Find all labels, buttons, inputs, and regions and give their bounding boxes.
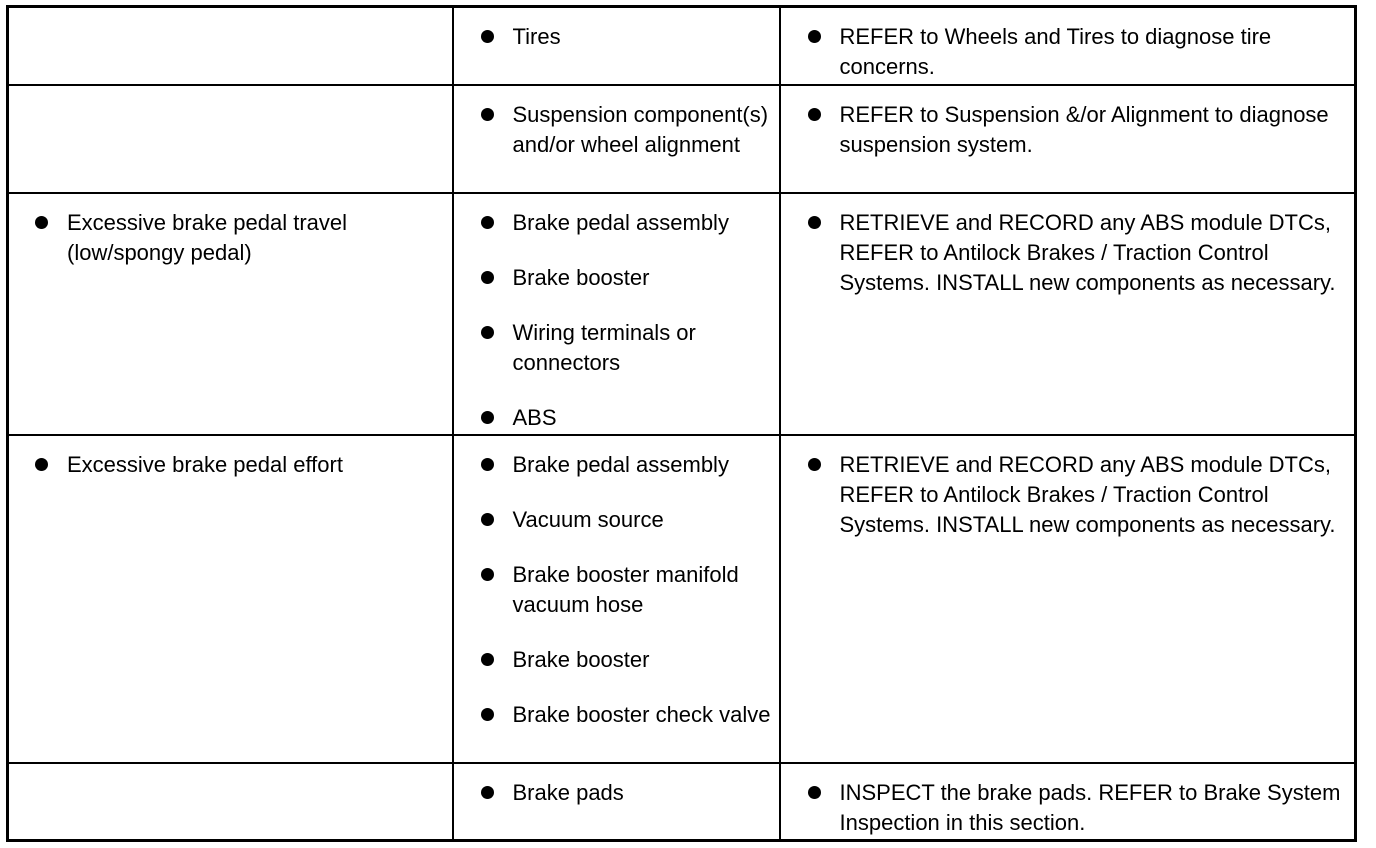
bullet-list: RETRIEVE and RECORD any ABS module DTCs,…	[781, 450, 1355, 540]
condition-cell	[8, 7, 453, 85]
list-item: Brake pads	[454, 778, 779, 808]
action-cell: REFER to Wheels and Tires to diagnose ti…	[778, 6, 1356, 85]
bullet-icon	[480, 707, 494, 721]
bullet-icon	[480, 785, 494, 799]
action-cell: INSPECT the brake pads. REFER to Brake S…	[778, 761, 1356, 841]
list-item-text: RETRIEVE and RECORD any ABS module DTCs,…	[839, 209, 1336, 295]
list-item: INSPECT the brake pads. REFER to Brake S…	[781, 778, 1355, 838]
bullet-list: Tires	[454, 22, 779, 52]
bullet-icon	[807, 107, 821, 121]
table-row: Brake pads INSPECT the brake pads. REFER …	[7, 761, 1356, 841]
list-item-text: Brake pads	[512, 779, 624, 805]
list-item-text: Tires	[512, 24, 561, 49]
list-item-text: REFER to Suspension &/or Alignment to di…	[839, 101, 1329, 157]
list-item: ABS	[454, 403, 779, 433]
bullet-icon	[480, 457, 494, 471]
list-item-text: Excessive brake pedal effort	[67, 451, 343, 477]
list-item: Brake booster check valve	[454, 700, 779, 730]
bullet-icon	[480, 512, 494, 526]
bullet-icon	[480, 325, 494, 339]
diagnosis-table: Tires REFER to Wheels and Tires to diagno…	[6, 5, 1357, 842]
list-item: Brake booster manifold vacuum hose	[454, 560, 779, 620]
list-item: Brake booster	[454, 263, 779, 293]
bullet-list: INSPECT the brake pads. REFER to Brake S…	[781, 778, 1355, 838]
bullet-icon	[807, 785, 821, 799]
bullet-icon	[35, 457, 48, 471]
bullet-icon	[35, 215, 48, 229]
list-item: REFER to Suspension &/or Alignment to di…	[781, 100, 1355, 160]
list-item-text: Brake booster manifold vacuum hose	[512, 561, 739, 617]
bullet-icon	[807, 215, 821, 229]
table-row: Tires REFER to Wheels and Tires to diagno…	[8, 6, 1356, 85]
list-item: Tires	[454, 22, 779, 52]
action-cell: RETRIEVE and RECORD any ABS module DTCs,…	[778, 191, 1356, 435]
table-row: Excessive brake pedal travel (low/spongy…	[7, 191, 1356, 435]
bullet-list: Excessive brake pedal travel (low/spongy…	[9, 208, 452, 268]
bullet-list: Brake pads	[454, 778, 779, 808]
bullet-icon	[480, 215, 494, 229]
bullet-icon	[480, 567, 494, 581]
list-item-text: Excessive brake pedal travel (low/spongy…	[67, 209, 348, 265]
list-item-text: ABS	[512, 404, 557, 430]
condition-cell: Excessive brake pedal effort	[7, 433, 453, 763]
list-item: Vacuum source	[454, 505, 779, 535]
source-cell: Tires	[451, 6, 780, 85]
bullet-list: REFER to Wheels and Tires to diagnose ti…	[781, 22, 1355, 82]
list-item-text: REFER to Wheels and Tires to diagnose ti…	[839, 24, 1272, 79]
diagnosis-table-body: Tires REFER to Wheels and Tires to diagno…	[7, 6, 1356, 841]
table-row: Excessive brake pedal effort Brake pedal …	[7, 433, 1356, 763]
list-item-text: Brake booster	[512, 264, 650, 290]
bullet-icon	[807, 30, 821, 43]
list-item-text: Brake booster check valve	[512, 701, 771, 727]
condition-cell	[7, 761, 453, 841]
condition-cell: Excessive brake pedal travel (low/spongy…	[7, 191, 453, 435]
bullet-icon	[480, 107, 494, 121]
bullet-list: Excessive brake pedal effort	[9, 450, 452, 480]
action-cell: REFER to Suspension &/or Alignment to di…	[778, 83, 1356, 193]
list-item-text: Brake pedal assembly	[512, 209, 729, 235]
action-cell: RETRIEVE and RECORD any ABS module DTCs,…	[778, 433, 1356, 763]
list-item-text: INSPECT the brake pads. REFER to Brake S…	[839, 779, 1341, 835]
list-item: Brake pedal assembly	[454, 450, 779, 480]
condition-cell	[7, 83, 453, 193]
list-item: Brake pedal assembly	[454, 208, 779, 238]
bullet-icon	[480, 30, 494, 43]
list-item-text: Vacuum source	[512, 506, 664, 532]
list-item: RETRIEVE and RECORD any ABS module DTCs,…	[781, 450, 1355, 540]
bullet-icon	[480, 652, 494, 666]
bullet-list: RETRIEVE and RECORD any ABS module DTCs,…	[781, 208, 1355, 298]
list-item-text: Suspension component(s) and/or wheel ali…	[512, 101, 769, 157]
list-item: Excessive brake pedal travel (low/spongy…	[9, 208, 452, 268]
list-item: Suspension component(s) and/or wheel ali…	[454, 100, 779, 160]
table-row: Suspension component(s) and/or wheel ali…	[7, 83, 1356, 193]
bullet-icon	[807, 457, 821, 471]
bullet-icon	[480, 270, 494, 284]
list-item-text: Brake booster	[512, 646, 650, 672]
bullet-list: Suspension component(s) and/or wheel ali…	[454, 100, 779, 160]
list-item-text: RETRIEVE and RECORD any ABS module DTCs,…	[839, 451, 1336, 537]
bullet-list: REFER to Suspension &/or Alignment to di…	[781, 100, 1355, 160]
list-item: Excessive brake pedal effort	[9, 450, 452, 480]
list-item-text: Brake pedal assembly	[512, 451, 729, 477]
list-item-text: Wiring terminals or connectors	[512, 319, 696, 375]
list-item: REFER to Wheels and Tires to diagnose ti…	[781, 22, 1355, 82]
list-item: Brake booster	[454, 645, 779, 675]
list-item: RETRIEVE and RECORD any ABS module DTCs,…	[781, 208, 1355, 298]
source-cell: Brake pads	[451, 761, 780, 841]
bullet-icon	[480, 410, 494, 424]
source-cell: Suspension component(s) and/or wheel ali…	[451, 83, 780, 193]
list-item: Wiring terminals or connectors	[454, 318, 779, 378]
